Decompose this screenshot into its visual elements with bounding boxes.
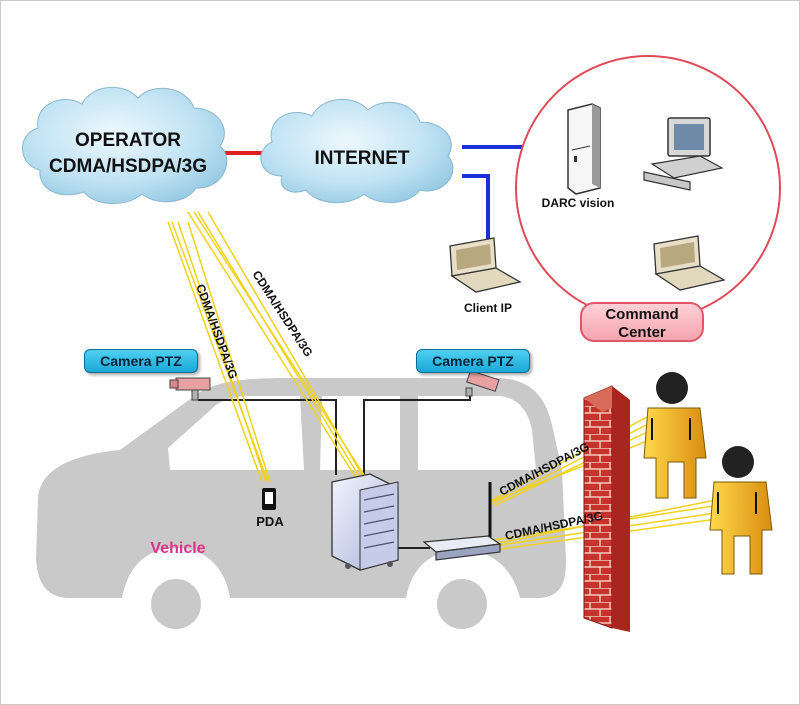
operator-cloud-label-1: OPERATOR xyxy=(75,130,181,151)
wheel-rear xyxy=(431,573,493,635)
command-laptop-icon xyxy=(653,235,726,291)
vehicle-label: Vehicle xyxy=(150,540,205,557)
internet-cloud-label: INTERNET xyxy=(315,148,410,169)
camera-left-icon xyxy=(169,377,211,401)
wireless-server xyxy=(187,211,367,479)
camera-ptz-right-label: Camera PTZ xyxy=(416,349,530,373)
operator-cloud-label-2: CDMA/HSDPA/3G xyxy=(49,156,207,177)
person-1-icon xyxy=(643,372,707,499)
camera-right-icon xyxy=(465,369,500,397)
command-center-label: Command Center xyxy=(580,302,704,342)
client-laptop-icon xyxy=(449,237,522,293)
camera-ptz-left-label: Camera PTZ xyxy=(84,349,198,373)
person-2-icon xyxy=(709,446,773,575)
router-icon xyxy=(422,482,502,561)
rack-server-icon xyxy=(331,473,399,571)
wireless-pda xyxy=(167,221,271,483)
wheel-front xyxy=(145,573,207,635)
pda-icon xyxy=(262,488,276,510)
camera-right-cable xyxy=(363,396,471,475)
command-center-line-2: Center xyxy=(618,324,666,341)
link-label-pda: CDMA/HSDPA/3G xyxy=(193,282,240,381)
darc-vision-label: DARC vision xyxy=(542,196,615,210)
command-center-ring xyxy=(515,55,781,321)
vehicle-window-front xyxy=(168,396,304,470)
desktop-pc-icon xyxy=(643,117,724,191)
darc-server xyxy=(567,103,601,195)
command-center-line-1: Command xyxy=(605,306,679,323)
internet-client-link xyxy=(462,174,490,240)
internet-cloud xyxy=(260,98,454,204)
operator-cloud xyxy=(22,86,228,205)
pda-label: PDA xyxy=(256,514,284,529)
client-ip-label: Client IP xyxy=(464,301,512,315)
brick-wall xyxy=(583,385,630,632)
vehicle-window-back xyxy=(418,396,536,470)
